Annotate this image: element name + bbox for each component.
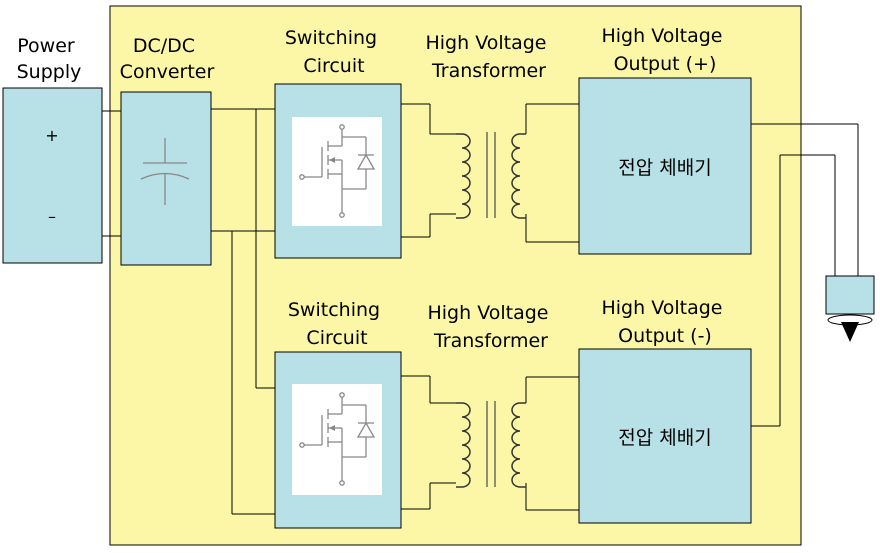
power-supply-box — [2, 87, 103, 264]
multiplier-top-label: 전압 체배기 — [618, 157, 711, 179]
output-positive-label: High Voltage Output (+) — [601, 25, 728, 75]
power-supply-label: Power Supply — [17, 35, 82, 83]
dcdc-label: DC/DC Converter — [120, 35, 215, 83]
output-negative-label: High Voltage Output (-) — [601, 297, 728, 347]
switching-bottom-label: Switching Circuit — [288, 299, 386, 349]
switching-top-label: Switching Circuit — [285, 27, 383, 77]
plus-terminal: + — [45, 126, 58, 145]
transformer-bottom-label: High Voltage Transformer — [427, 302, 554, 352]
minus-terminal: – — [48, 207, 56, 226]
nozzle-icon — [825, 275, 875, 342]
transformer-top-label: High Voltage Transformer — [425, 32, 552, 82]
multiplier-bottom-label: 전압 체배기 — [618, 427, 711, 449]
capacitor-icon — [140, 138, 190, 205]
voltage-multiplier-top — [578, 77, 752, 255]
voltage-multiplier-bottom — [578, 348, 752, 524]
dcdc-converter-box — [120, 91, 212, 266]
